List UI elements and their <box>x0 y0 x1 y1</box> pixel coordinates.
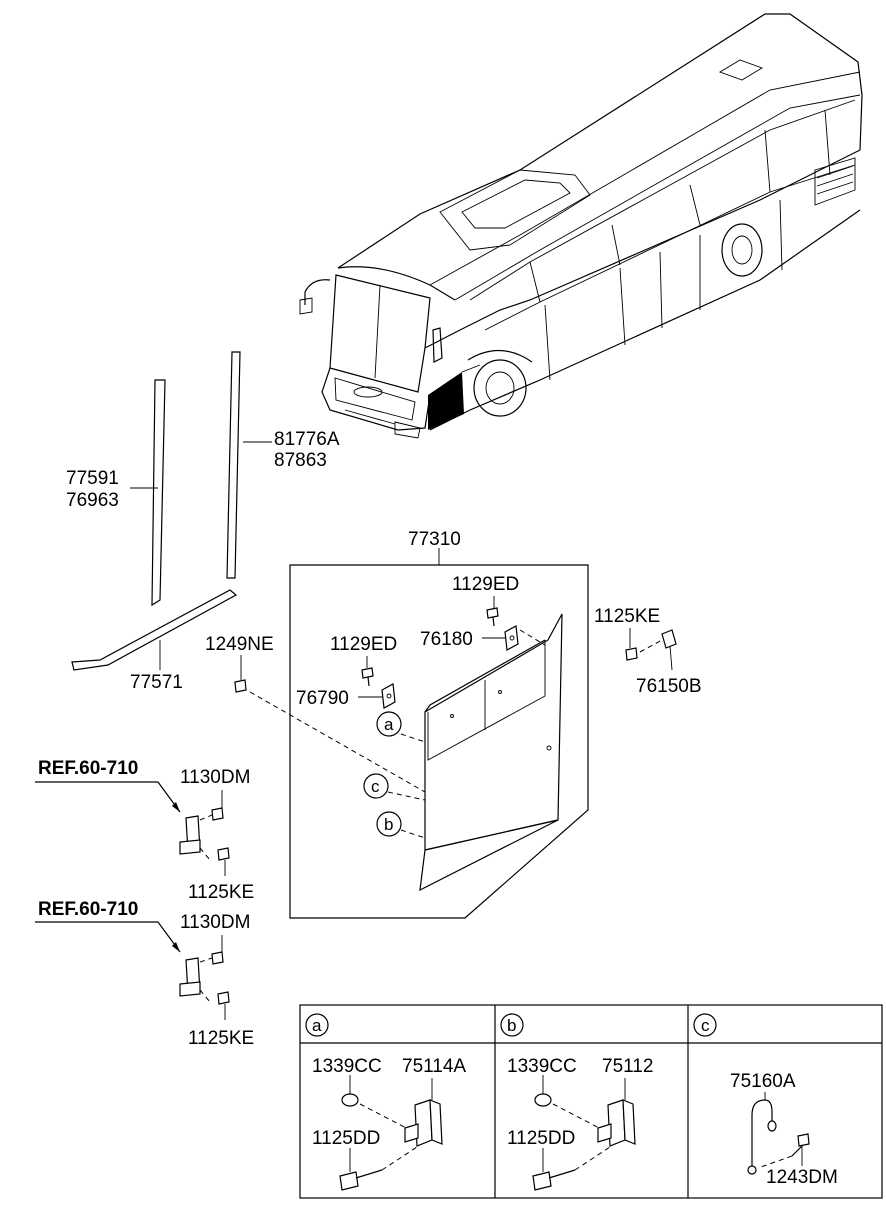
label-1125KE-1: 1125KE <box>188 882 254 903</box>
panel-c-parts <box>747 1092 810 1175</box>
label-1125KE-right: 1125KE <box>594 606 660 627</box>
screw-1129ED-left <box>361 667 374 687</box>
callout-a: a <box>376 711 426 743</box>
label-1130DM-1: 1130DM <box>180 767 250 788</box>
bracket-76180 <box>504 625 519 651</box>
label-87863: 87863 <box>274 450 327 471</box>
callout-b: b <box>376 811 426 839</box>
svg-text:c: c <box>701 1016 710 1035</box>
label-76150B: 76150B <box>636 676 702 697</box>
svg-text:a: a <box>312 1016 322 1035</box>
label-76963: 76963 <box>66 490 119 511</box>
panel-b-parts <box>532 1075 636 1191</box>
label-75112: 75112 <box>602 1056 653 1077</box>
panel-a-parts <box>339 1075 443 1191</box>
screw-1249NE <box>234 655 426 793</box>
label-1125KE-2: 1125KE <box>188 1028 254 1049</box>
ref-group-1 <box>35 781 230 876</box>
label-77591: 77591 <box>66 468 119 489</box>
ref-group-2 <box>35 921 230 1020</box>
svg-text:b: b <box>384 815 393 834</box>
clip-76150B <box>639 629 677 671</box>
bracket-76790 <box>381 683 396 709</box>
screw-1129ED-top <box>486 607 499 627</box>
table-header-b: b <box>500 1013 524 1037</box>
svg-text:c: c <box>371 777 380 796</box>
pillar-moulding-right <box>226 351 241 579</box>
label-75114A: 75114A <box>402 1056 466 1077</box>
label-76180: 76180 <box>420 629 473 650</box>
label-81776A: 81776A <box>274 429 340 450</box>
table-header-a: a <box>305 1013 329 1037</box>
side-panel <box>419 613 563 892</box>
screw-1125KE-right <box>625 628 638 661</box>
label-1339CC-a: 1339CC <box>312 1056 382 1077</box>
dash-76180 <box>519 629 546 646</box>
callout-c: c <box>363 773 426 801</box>
svg-text:a: a <box>384 715 394 734</box>
label-1129ED-left: 1129ED <box>330 634 397 655</box>
label-76790: 76790 <box>296 688 349 709</box>
ref-label-1[interactable]: REF.60-710 <box>38 758 138 779</box>
svg-text:b: b <box>507 1016 516 1035</box>
label-1249NE: 1249NE <box>205 634 274 655</box>
label-1243DM: 1243DM <box>766 1167 838 1188</box>
table-header-c: c <box>693 1013 717 1037</box>
sill-moulding <box>71 589 238 671</box>
pillar-moulding-left <box>151 379 166 607</box>
bus-illustration <box>299 13 863 439</box>
label-1129ED-top: 1129ED <box>452 574 519 595</box>
label-1125DD-b: 1125DD <box>507 1128 575 1149</box>
label-1339CC-b: 1339CC <box>507 1056 577 1077</box>
label-1130DM-2: 1130DM <box>180 912 250 933</box>
ref-label-2[interactable]: REF.60-710 <box>38 899 138 920</box>
label-1125DD-a: 1125DD <box>312 1128 380 1149</box>
detail-table <box>299 1004 883 1199</box>
label-77571: 77571 <box>130 672 183 693</box>
panel-assembly-box <box>289 548 589 919</box>
label-77310: 77310 <box>408 529 461 550</box>
label-75160A: 75160A <box>730 1071 796 1092</box>
